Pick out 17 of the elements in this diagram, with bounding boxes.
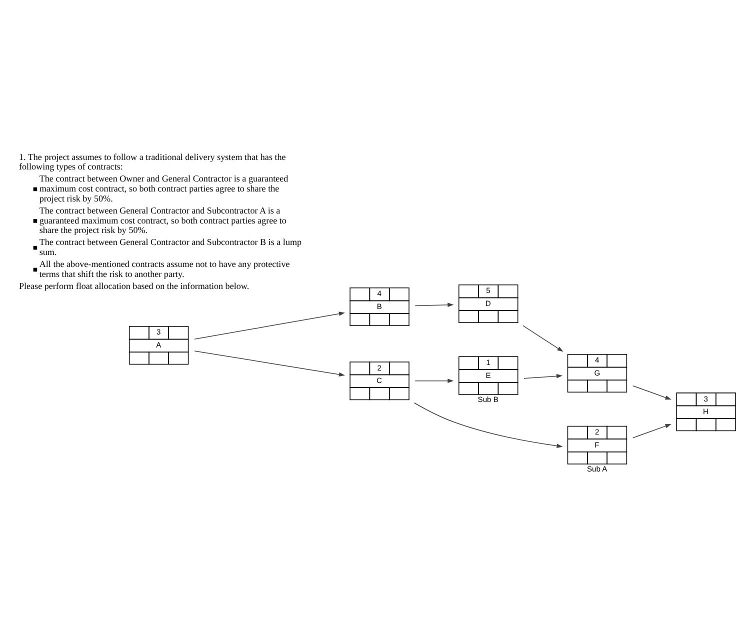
label: All the above-mentioned contracts assume not to have any protective terms that shift the risk to another party. <box>39 258 290 278</box>
node-label: Sub A <box>587 464 608 474</box>
arrow <box>194 311 346 340</box>
label: The contract between Owner and General Contractor is a guaranteed maximum cost contract, so both contract parties agree to share the project risk by 50%. <box>39 173 288 203</box>
arrow <box>414 402 563 448</box>
arrow <box>632 384 672 400</box>
label: Please perform float allocation based on the information below. <box>18 280 250 291</box>
node-label: Sub B <box>478 394 498 404</box>
arrow <box>194 350 346 376</box>
arrow <box>632 424 672 438</box>
label: 1. The project assumes to follow a traditional delivery system that has the following types of contracts: <box>18 151 286 172</box>
arrow <box>414 378 454 382</box>
arrow <box>522 324 564 352</box>
label: The contract between General Contractor and Subcontractor B is a lump sum. <box>39 236 302 257</box>
arrow <box>414 302 454 306</box>
arrow <box>524 373 563 378</box>
label: The contract between General Contractor and Subcontractor A is a guaranteed maximum cost contract, so both contract parties agree to share the project risk by 50%. <box>39 204 286 235</box>
